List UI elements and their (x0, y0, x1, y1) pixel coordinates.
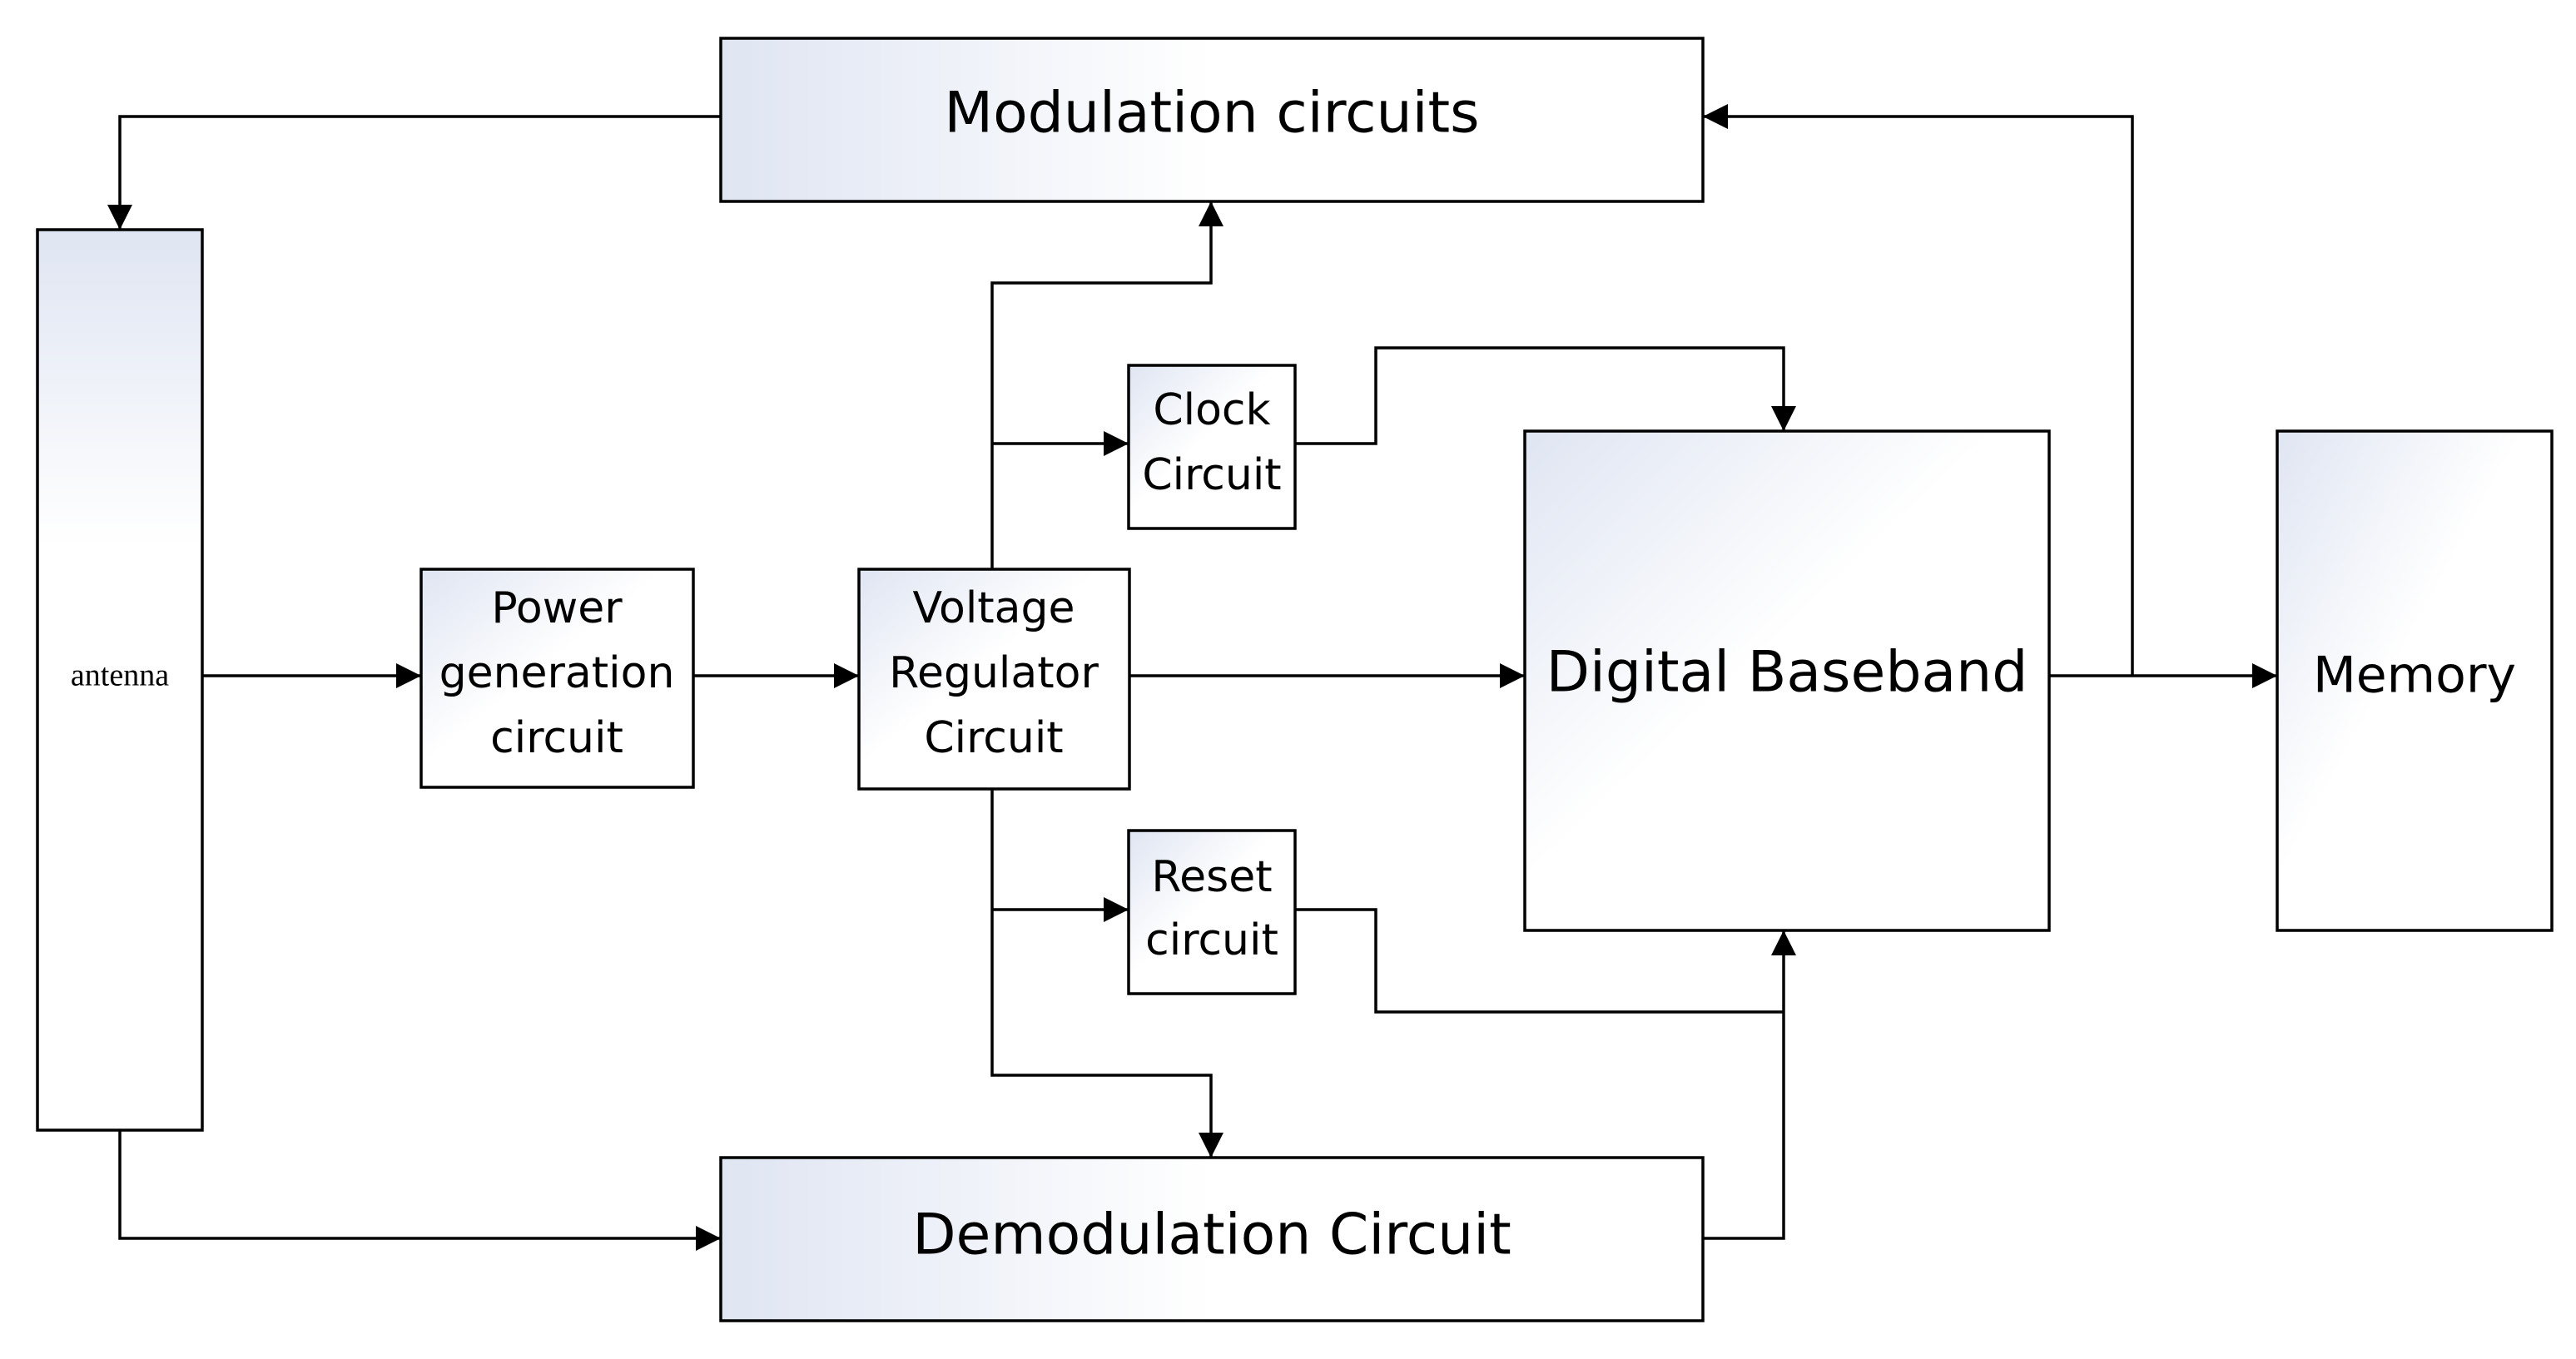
power-generation-label-line-3: circuit (490, 713, 623, 763)
wire-voltage-to-demodulation (990, 789, 1223, 1158)
wire-voltage-to-modulation (990, 201, 1223, 569)
digital-baseband-block: Digital Baseband (1523, 429, 2051, 932)
power-generation-label-line-2: generation (439, 648, 675, 698)
wire-modulation-to-antenna (107, 115, 721, 230)
clock-circuit-block: Clock Circuit (1127, 364, 1297, 530)
wire-antenna-to-demodulation (118, 1130, 721, 1251)
demodulation-circuit-block: Demodulation Circuit (719, 1156, 1705, 1322)
reset-circuit-label-line-1: Reset (1151, 852, 1272, 902)
modulation-circuits-block: Modulation circuits (719, 37, 1705, 203)
wire-demodulation-to-baseband (1703, 930, 1796, 1240)
voltage-regulator-label-line-2: Regulator (889, 648, 1099, 698)
voltage-regulator-label-line-1: Voltage (912, 583, 1075, 633)
voltage-regulator-label-line-3: Circuit (924, 713, 1063, 763)
demodulation-circuit-label: Demodulation Circuit (912, 1203, 1511, 1268)
wire-reset-to-baseband (1295, 908, 1784, 1014)
wire-baseband-to-modulation (1703, 104, 2134, 676)
power-generation-label-line-1: Power (491, 583, 623, 633)
power-generation-block: Power generation circuit (419, 568, 695, 789)
clock-circuit-label-line-1: Clock (1153, 385, 1270, 435)
modulation-circuits-label: Modulation circuits (944, 81, 1479, 146)
voltage-regulator-block: Voltage Regulator Circuit (857, 568, 1131, 791)
antenna-label: antenna (71, 658, 169, 693)
reset-circuit-block: Reset circuit (1127, 829, 1297, 995)
clock-circuit-label-line-2: Circuit (1142, 450, 1281, 500)
wire-clock-to-baseband (1295, 346, 1796, 445)
memory-label: Memory (2313, 647, 2516, 705)
memory-block: Memory (2276, 429, 2554, 932)
reset-circuit-label-line-2: circuit (1145, 915, 1278, 965)
antenna-block: antenna (36, 228, 204, 1132)
connectors (107, 104, 2277, 1251)
digital-baseband-label: Digital Baseband (1546, 640, 2028, 706)
